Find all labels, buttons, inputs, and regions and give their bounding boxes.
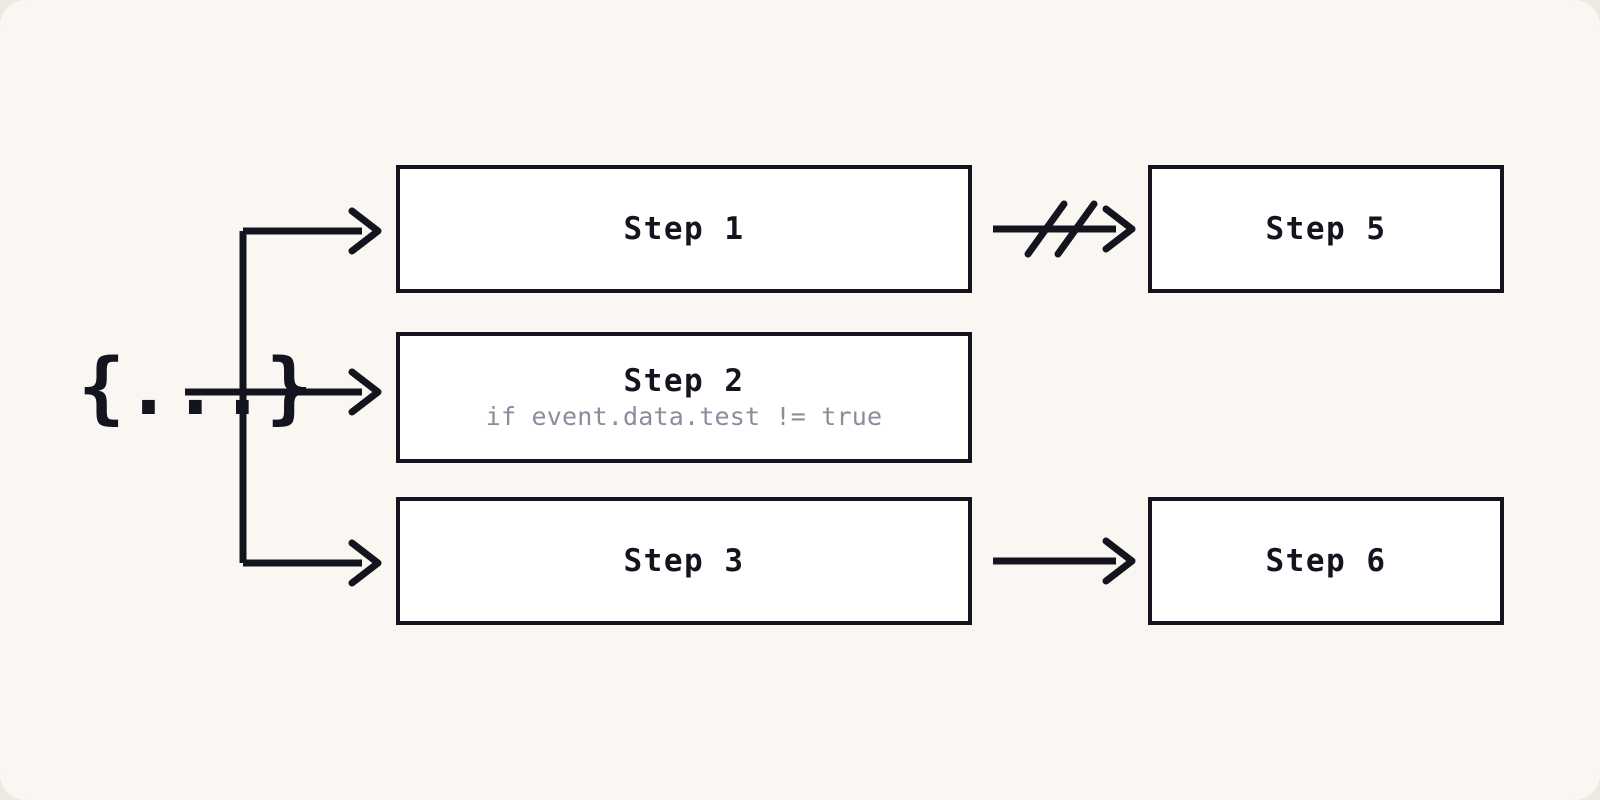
source-node-event-payload[interactable]: {...} bbox=[78, 343, 313, 433]
node-step-6[interactable]: Step 6 bbox=[1148, 497, 1504, 625]
node-step-2-title: Step 2 bbox=[623, 362, 745, 399]
edge-source-to-step-1-arrowhead bbox=[348, 207, 382, 255]
edge-step-3-to-step-6-arrowhead bbox=[1102, 537, 1136, 585]
edge-step-1-to-step-5-arrowhead bbox=[1102, 205, 1136, 253]
node-step-3-title: Step 3 bbox=[623, 542, 745, 579]
node-step-1-title: Step 1 bbox=[623, 210, 745, 247]
edge-source-to-step-3-arrowhead bbox=[348, 539, 382, 587]
skip-slash-first-icon bbox=[1024, 200, 1068, 258]
node-step-6-title: Step 6 bbox=[1265, 542, 1387, 579]
node-step-5[interactable]: Step 5 bbox=[1148, 165, 1504, 293]
node-step-3[interactable]: Step 3 bbox=[396, 497, 972, 625]
node-step-1[interactable]: Step 1 bbox=[396, 165, 972, 293]
node-step-2-subtitle: if event.data.test != true bbox=[485, 402, 883, 432]
node-step-2[interactable]: Step 2 if event.data.test != true bbox=[396, 332, 972, 463]
skip-slash-second-icon bbox=[1054, 200, 1098, 258]
node-step-5-title: Step 5 bbox=[1265, 210, 1387, 247]
edge-source-to-step-2-arrowhead bbox=[348, 368, 382, 416]
